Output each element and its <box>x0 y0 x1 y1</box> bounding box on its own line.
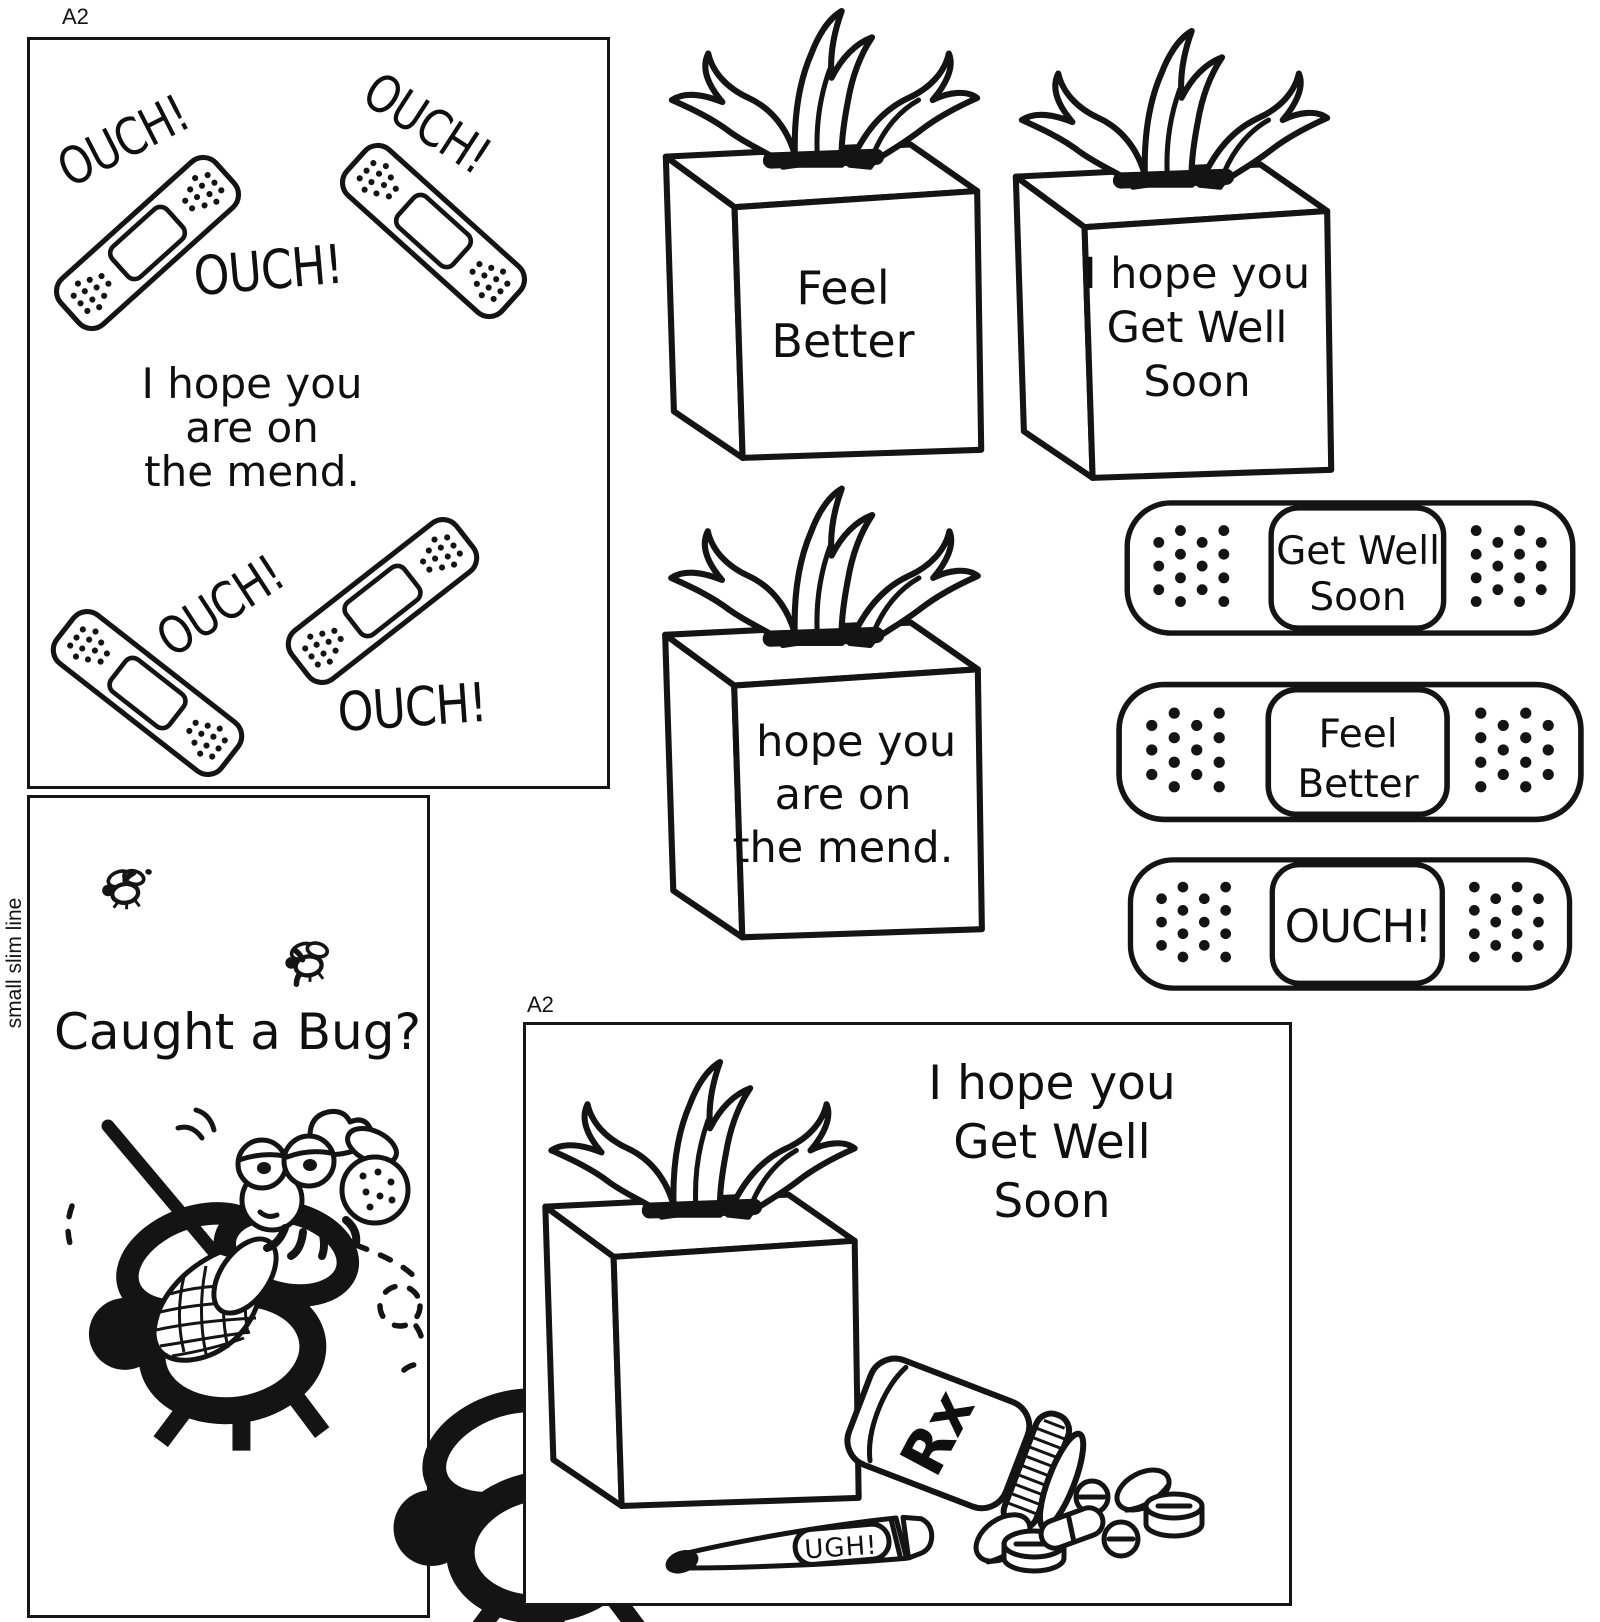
capsule-icon <box>1038 1505 1106 1551</box>
thermometer-icon <box>665 1514 935 1574</box>
sentiment-line: Better <box>1297 762 1419 807</box>
tissue-box-sentiment: I hope you Get Well Soon <box>1047 247 1347 409</box>
sentiment-line: Feel <box>796 261 890 315</box>
ouch-text: OUCH! <box>191 233 345 309</box>
sentiment-line: Soon <box>1309 575 1407 620</box>
bug-net-scene <box>65 1107 680 1622</box>
tablet-icon <box>1101 1519 1141 1559</box>
fly-icon <box>392 1361 680 1622</box>
tissue-box-sentiment: I hope you are on the mend. <box>693 716 993 875</box>
sentiment-line: are on <box>185 403 319 452</box>
sentiment-line: the mend. <box>144 447 360 496</box>
bandaid-sticker-label: Get Well Soon <box>1208 529 1508 621</box>
ouch-text: OUCH! <box>335 671 489 745</box>
card-size-label: A2 <box>527 992 554 1017</box>
sentiment-line: the mend. <box>732 823 954 873</box>
rx-bottle-icon <box>844 1355 1087 1532</box>
bandaid-sticker-label: OUCH! <box>1208 902 1508 952</box>
sentiment-line: I hope you <box>729 717 957 767</box>
bandaid-sticker-label: Feel Better <box>1208 710 1508 810</box>
sentiment-line: I hope you <box>141 359 363 408</box>
flight-trail-icon <box>413 1323 426 1351</box>
sentiment-line: Feel <box>1318 712 1398 757</box>
fly-icon <box>100 866 152 911</box>
bug-card-title: Caught a Bug? <box>54 1003 421 1061</box>
tissue-box-icon <box>535 1056 867 1518</box>
flight-trail-icon <box>122 868 152 883</box>
spilled-pills-icon <box>973 1467 1205 1574</box>
sentiment-line: I hope you <box>928 1056 1176 1111</box>
flight-trail-icon <box>293 948 306 1000</box>
fly-icon <box>65 1194 359 1452</box>
card-size-label: A2 <box>62 4 89 29</box>
flight-trail-icon <box>377 1283 423 1329</box>
sentiment-line: Get Well <box>1106 303 1288 353</box>
sentiment-line: Soon <box>1143 357 1251 407</box>
butterfly-net-icon <box>101 1119 279 1363</box>
tablet-icon <box>1143 1491 1205 1539</box>
sentiment-line: Soon <box>993 1174 1111 1229</box>
flight-trail-icon <box>65 1203 75 1253</box>
flight-trail-icon <box>401 1361 425 1373</box>
sentiment-line: Get Well <box>1276 529 1440 574</box>
sentiment-line: are on <box>774 770 912 820</box>
tablet-icon <box>1001 1528 1067 1574</box>
bug-fly-icon <box>175 1107 411 1260</box>
sentiment-line: OUCH! <box>1284 900 1433 953</box>
sentiment-line: Better <box>771 314 915 368</box>
sentiment-line: Get Well <box>953 1115 1151 1170</box>
fly-icon <box>283 939 331 1000</box>
tissue-box-icon <box>655 5 990 470</box>
mend-sentiment-text: I hope you are on the mend. <box>67 362 437 494</box>
tissue-box-sentiment: Feel Better <box>693 262 993 368</box>
getwell-sentiment-text: I hope you Get Well Soon <box>872 1054 1232 1231</box>
card-size-label: small slim line <box>3 897 26 1029</box>
sentiment-line: I hope you <box>1083 249 1311 299</box>
flight-trail-icon <box>329 1233 421 1285</box>
